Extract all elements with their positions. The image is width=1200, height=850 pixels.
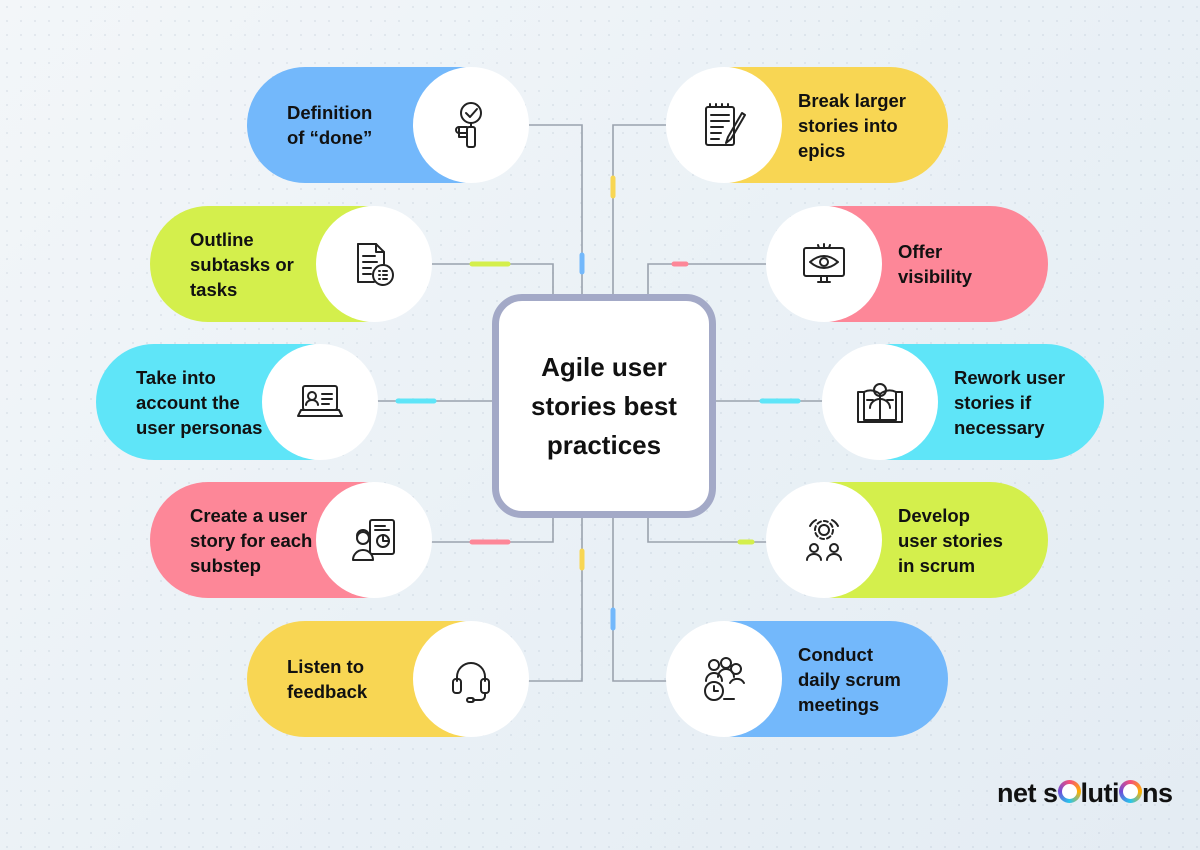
icon-circle — [316, 482, 432, 598]
monitor-eye-icon — [803, 243, 845, 283]
practice-daily-scrum: Conduct daily scrum meetings — [666, 621, 948, 737]
practice-label: Definition of “done” — [287, 102, 373, 148]
icon-circle — [316, 206, 432, 322]
connector-listen-feedback — [518, 504, 583, 682]
connector-outline-subtasks — [420, 263, 554, 296]
practice-definition-done: Definition of “done” — [247, 67, 529, 183]
icon-circle — [262, 344, 378, 460]
practice-user-story-substep: Create a user story for each substep — [150, 482, 432, 598]
practice-label: Develop user stories in scrum — [898, 504, 1003, 576]
icon-circle — [822, 344, 938, 460]
connector-offer-visibility — [647, 263, 778, 296]
icon-circle — [766, 482, 882, 598]
logo-o-ring — [1119, 780, 1142, 803]
checkmark-magnifier-icon — [455, 102, 482, 148]
connector-break-stories — [612, 124, 678, 296]
logo-o-ring — [1058, 780, 1081, 803]
person-chart-icon — [352, 519, 395, 561]
practice-user-personas: Take into account the user personas — [96, 344, 378, 460]
practice-break-stories: Break larger stories into epics — [666, 67, 948, 183]
logo-text: net s — [997, 778, 1058, 808]
practice-offer-visibility: Offer visibility — [766, 206, 1048, 322]
practice-label: Conduct daily scrum meetings — [798, 643, 901, 715]
center-title-box: Agile user stories best practices — [492, 294, 716, 518]
headset-icon — [452, 662, 490, 703]
icon-circle — [666, 621, 782, 737]
logo-text: ns — [1142, 778, 1173, 808]
connector-daily-scrum — [612, 504, 678, 682]
practice-outline-subtasks: Outline subtasks or tasks — [150, 206, 432, 322]
connector-definition-done — [518, 124, 583, 296]
center-title: Agile user stories best practices — [531, 351, 677, 460]
book-person-icon — [857, 383, 903, 423]
notepad-pen-icon — [705, 103, 746, 146]
team-gear-icon — [806, 519, 842, 561]
document-list-icon — [357, 243, 394, 286]
practice-rework-stories: Rework user stories if necessary — [822, 344, 1104, 460]
icon-circle — [666, 67, 782, 183]
icon-circle — [766, 206, 882, 322]
practice-label: Outline subtasks or tasks — [190, 228, 294, 300]
practice-label: Offer visibility — [898, 241, 973, 287]
group-clock-icon — [704, 657, 745, 701]
icon-circle — [413, 621, 529, 737]
practice-listen-feedback: Listen to feedback — [247, 621, 529, 737]
practice-label: Take into account the user personas — [136, 366, 263, 438]
practice-label: Break larger stories into epics — [798, 89, 906, 161]
practice-label: Create a user story for each substep — [190, 504, 313, 576]
icon-circle — [413, 67, 529, 183]
logo-text: luti — [1080, 778, 1120, 808]
practice-develop-scrum: Develop user stories in scrum — [766, 482, 1048, 598]
laptop-profile-icon — [297, 385, 343, 417]
practice-label: Rework user stories if necessary — [954, 366, 1066, 438]
practice-label: Listen to feedback — [287, 656, 368, 702]
